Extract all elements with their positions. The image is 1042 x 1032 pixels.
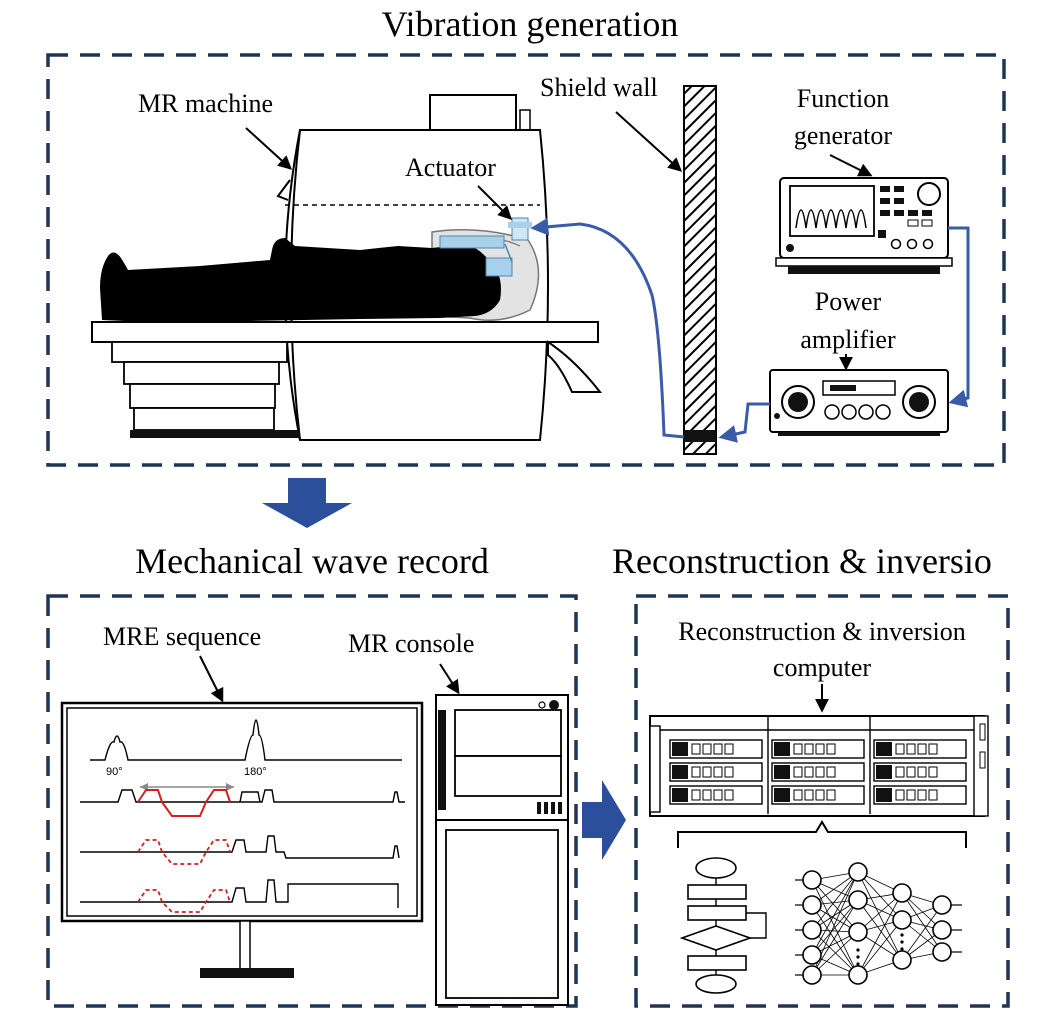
- power-amplifier-device: [769, 369, 949, 436]
- function-generator-label-2: generator: [794, 121, 893, 150]
- power-amplifier-label-2: amplifier: [800, 325, 896, 354]
- mre-sequence-diagram: 90° 180°: [80, 719, 405, 913]
- function-generator-label-1: Function: [797, 84, 889, 113]
- mr-console-tower: [435, 694, 569, 1006]
- vibration-generation-frame: [46, 53, 1006, 467]
- mre-sequence-pointer: [199, 655, 224, 703]
- shield-wall-label: Shield wall: [540, 73, 658, 102]
- cable-wall-to-actuator: [530, 217, 685, 439]
- mr-console-pointer: [439, 663, 460, 695]
- patient-silhouette: [100, 238, 501, 322]
- mechanical-wave-record-title: Mechanical wave record: [135, 541, 489, 581]
- pulse-180-label: 180°: [244, 766, 267, 778]
- pulse-90-label: 90°: [106, 766, 123, 778]
- recon-computer-label-2: computer: [773, 653, 872, 682]
- mr-console-label: MR console: [348, 629, 474, 658]
- mr-machine-pointer: [245, 127, 293, 170]
- flow-arrow-down: [262, 478, 352, 528]
- mechanical-wave-record-frame: [46, 594, 578, 1008]
- shield-wall: [683, 85, 717, 455]
- mre-sequence-label: MRE sequence: [103, 622, 261, 651]
- actuator-device: [439, 217, 532, 277]
- flow-arrow-right: [582, 780, 626, 860]
- cable-amplifier-to-wall: [718, 402, 770, 443]
- function-generator-device: [775, 177, 953, 274]
- flowchart-icon: [679, 857, 767, 994]
- server-drive-bays: [669, 739, 967, 805]
- vibration-generation-title: Vibration generation: [382, 4, 679, 44]
- actuator-pointer: [477, 185, 512, 220]
- reconstruction-inversion-frame: [634, 594, 1010, 1008]
- monitor: [60, 701, 424, 978]
- mr-machine-label: MR machine: [138, 89, 273, 118]
- recon-computer-label-1: Reconstruction & inversion: [678, 617, 965, 646]
- reconstruction-inversion-title: Reconstruction & inversio: [612, 541, 992, 581]
- power-amplifier-label-1: Power: [815, 287, 882, 316]
- shield-wall-connector: [684, 430, 716, 442]
- mr-machine: [91, 94, 603, 441]
- curly-bracket: [677, 820, 967, 848]
- shield-wall-pointer: [615, 111, 683, 172]
- function-generator-pointer: [829, 154, 873, 177]
- actuator-label: Actuator: [405, 153, 496, 182]
- neural-network-icon: [795, 862, 962, 985]
- cable-generator-to-amplifier: [948, 226, 970, 408]
